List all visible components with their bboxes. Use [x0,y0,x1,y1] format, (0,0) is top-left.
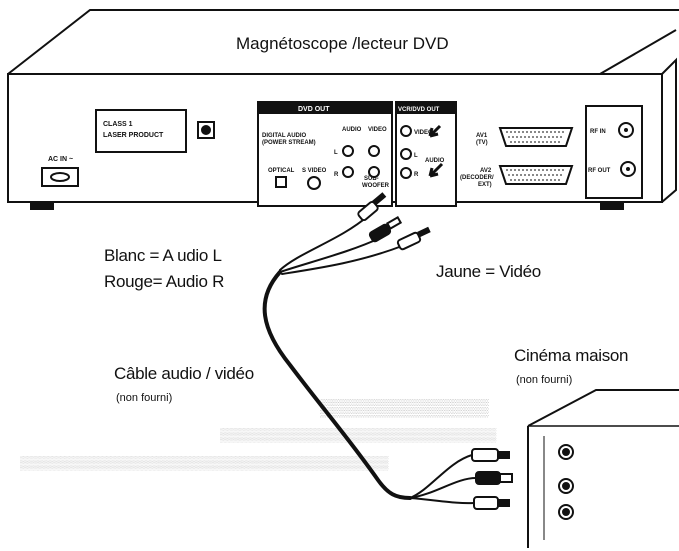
av2-label: AV2 [480,168,492,174]
bleed-through-text: ▒▒▒▒▒▒▒▒▒▒▒▒▒▒▒▒▒▒▒▒▒▒▒▒▒▒▒▒▒▒▒▒▒▒▒▒▒▒▒▒ [20,455,389,470]
vcr-audio-r-jack [400,167,412,179]
s-video-label: S VIDEO [302,168,327,174]
av2-ext-label: EXT) [478,182,492,188]
page-title: Magnétoscope /lecteur DVD [236,34,449,53]
arrow-icon [428,124,442,138]
rca-plug-yellow-upper [396,226,431,251]
vcr-dvd-out-header: VCR/DVD OUT [398,107,440,113]
bleed-through-text: ▒▒▒▒▒▒▒▒▒▒▒▒▒▒ [320,398,489,417]
vcr-dvd-out-panel: VCR/DVD OUT VIDEO AUDIO L R [395,101,457,207]
rca-plug-white-lower [471,448,510,462]
r-label: R [334,172,339,178]
dvd-out-panel: DVD OUT DIGITAL AUDIO (POWER STREAM) OPT… [257,101,393,207]
audio-label: AUDIO [342,127,362,133]
av1-label: AV1 [476,133,488,139]
vcr-audio-label: AUDIO [425,158,445,164]
audio-r-jack [342,166,354,178]
video-label: VIDEO [368,127,387,133]
arrow-icon [428,162,444,178]
ac-in-label: AC IN ~ [48,156,73,163]
audio-l-jack [342,145,354,157]
cable-label: Câble audio / vidéo [114,364,254,383]
class-label-box [95,109,187,153]
foot [600,202,624,210]
sub-label: SUB- [364,176,379,182]
av1-sub-label: (TV) [476,140,488,146]
cable-not-included-note: (non fourni) [116,392,173,404]
vcr-video-jack [400,125,412,137]
subwoofer-jack [368,166,380,178]
scart-panel: AV1 (TV) AV2 (DECODER/ EXT) [460,127,574,188]
foot [30,202,54,210]
woofer-label: WOOFER [362,183,390,189]
rf-out-label: RF OUT [588,168,611,174]
rca-plug-yellow-lower [473,496,510,510]
yellow-video-label: Jaune = Vidéo [436,262,541,281]
video-jack [368,145,380,157]
l-label: L [334,150,338,156]
optical-label: OPTICAL [268,168,295,174]
rca-plug-red-upper [368,216,403,243]
home-theater-not-included-note: (non fourni) [516,374,573,386]
class-label-line1: CLASS 1 [103,121,133,128]
vcr-r-label: R [414,172,419,178]
home-theater-receiver [527,389,679,548]
rca-plug-red-lower [475,471,513,485]
rca-plug-white-upper [357,192,387,222]
vcr-video-label: VIDEO [414,130,433,136]
screw-icon [201,125,211,135]
red-audio-r-label: Rouge= Audio R [104,272,225,291]
dvd-out-header: DVD OUT [298,106,330,113]
home-theater-label: Cinéma maison [514,346,629,365]
bleed-through-text: ▒▒▒▒▒▒▒▒▒▒▒▒▒▒▒▒▒▒▒▒▒▒▒▒▒▒▒▒▒▒ [220,427,497,442]
class-label-line2: LASER PRODUCT [103,132,164,139]
rf-in-label: RF IN [590,129,606,135]
ac-socket-icon [50,172,70,182]
vcr-l-label: L [414,153,418,159]
white-audio-l-label: Blanc = A udio L [104,246,222,265]
vcr-audio-l-jack [400,148,412,160]
digital-audio-label: DIGITAL AUDIO [262,133,307,139]
av-cable [262,215,477,505]
power-stream-label: (POWER STREAM) [262,140,316,146]
rf-panel: RF IN RF OUT [585,105,643,199]
ac-socket [41,167,79,187]
s-video-jack [307,176,321,190]
optical-jack [275,176,287,188]
av2-sub-label: (DECODER/ [460,175,494,181]
